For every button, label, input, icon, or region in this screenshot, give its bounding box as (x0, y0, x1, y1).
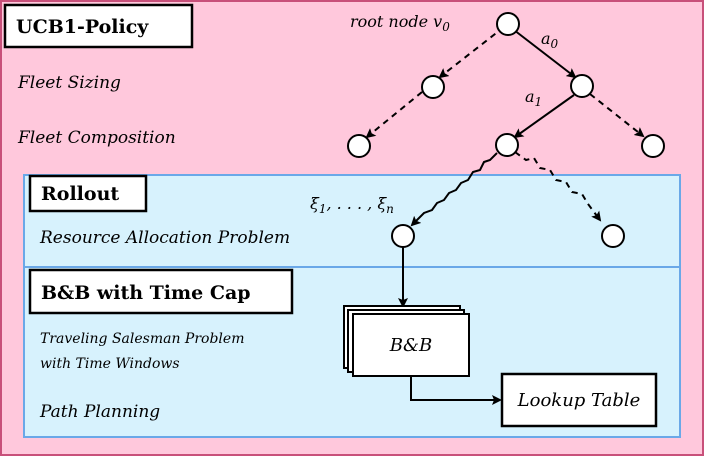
bnb-title: B&B with Time Cap (41, 282, 251, 304)
path-planning-label: Path Planning (39, 402, 160, 422)
xi-label: ξ1, . . . , ξn (310, 194, 394, 216)
bnb-stack-front (352, 313, 470, 377)
edge-root-right (513, 29, 577, 79)
edge-to-lookup (410, 376, 502, 405)
edge-rollout-solid (410, 152, 498, 227)
rollout-subtitle: Resource Allocation Problem (39, 228, 290, 248)
edge-rollout-dashed (514, 151, 602, 222)
edge-a1 (513, 94, 575, 139)
tsp-line2: with Time Windows (40, 356, 180, 372)
tree-node-rollout-alt (601, 224, 625, 248)
tree-node-a0 (570, 74, 594, 98)
policy-title: UCB1-Policy (16, 16, 149, 38)
rollout-title-box (28, 174, 148, 213)
tree-node-right (641, 134, 665, 158)
fleet-sizing-label: Fleet Sizing (17, 73, 121, 93)
bnb-stack-label: B&B (389, 335, 432, 356)
edge-root-left (438, 26, 505, 79)
a1-label: a1 (525, 87, 542, 109)
edge-a0-right (589, 93, 645, 138)
rollout-title: Rollout (41, 183, 119, 205)
edge-left-child (365, 91, 423, 139)
bnb-title-box (28, 268, 294, 315)
lookup-table-box (500, 372, 658, 428)
tree-node-left (421, 75, 445, 99)
tree-node-rollout (391, 224, 415, 248)
lookup-table-label: Lookup Table (517, 390, 641, 411)
a0-label: a0 (541, 29, 559, 51)
tree-node-a1 (495, 133, 519, 157)
fleet-composition-label: Fleet Composition (17, 128, 176, 148)
root-node-label: root node v0 (350, 12, 450, 34)
policy-title-box (3, 3, 194, 49)
tree-node-left-left (347, 134, 371, 158)
tsp-line1: Traveling Salesman Problem (40, 331, 244, 347)
tree-node-root (496, 12, 520, 36)
